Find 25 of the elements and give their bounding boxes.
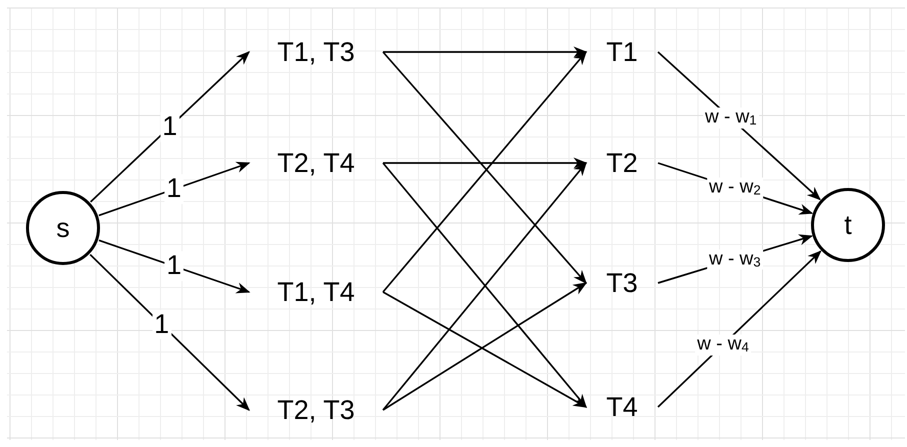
arrow <box>98 162 250 216</box>
edge-label: 1 <box>164 174 184 204</box>
node-label: T3 <box>606 268 638 298</box>
arrow <box>383 46 588 58</box>
edge-label: 1 <box>152 310 172 340</box>
node-label: T1, T4 <box>277 276 355 308</box>
node-label: T1 <box>606 36 638 68</box>
circle-node <box>811 188 885 262</box>
node-label: T4 <box>606 392 638 422</box>
node-label: T2, T4 <box>277 148 355 178</box>
edge-label: w - w$_{3}$ <box>706 249 763 270</box>
edge-label: w - w$_{1}$ <box>702 108 759 129</box>
edge-label: w - w$_{4}$ <box>695 334 751 356</box>
node-label: T2 <box>606 148 638 178</box>
arrow <box>90 254 250 411</box>
edge-label: 1 <box>164 251 184 282</box>
arrow <box>383 157 588 169</box>
node-label: t <box>844 210 852 240</box>
edge-label: w - w$_{2}$ <box>707 178 763 199</box>
node-label: T1, T3 <box>277 36 355 68</box>
arrow <box>98 240 250 294</box>
edge-label: 1 <box>160 112 180 142</box>
node-label: T2, T3 <box>277 394 355 426</box>
node-label: s <box>56 212 70 244</box>
arrow <box>90 51 250 202</box>
